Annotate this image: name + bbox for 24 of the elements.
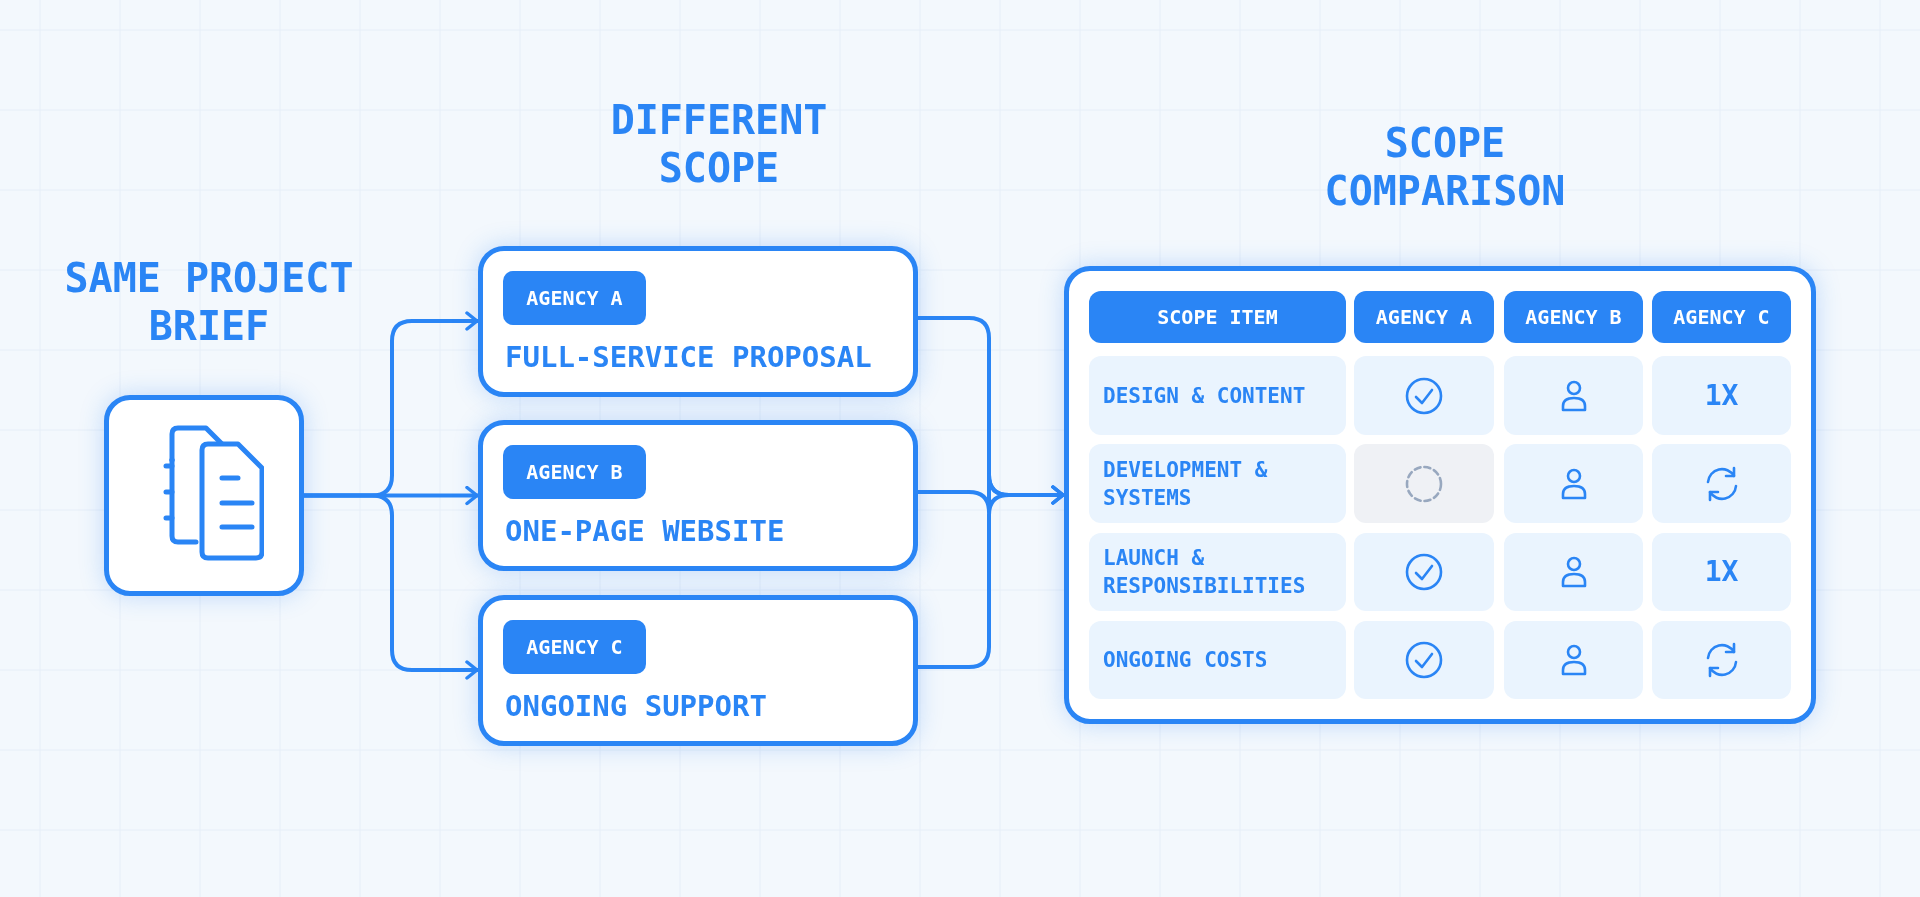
row-label: DESIGN & CONTENT xyxy=(1089,356,1346,435)
column-header: SCOPE ITEM xyxy=(1089,291,1346,343)
section-heading: DIFFERENT SCOPE xyxy=(609,96,829,192)
proposal-card xyxy=(478,246,918,397)
section-heading: SAME PROJECT BRIEF xyxy=(63,254,355,350)
arrow xyxy=(918,485,1065,669)
agency-badge: AGENCY B xyxy=(503,445,646,499)
agency-badge: AGENCY C xyxy=(503,620,646,674)
table-cell: 1X xyxy=(1652,356,1791,435)
row-label: DEVELOPMENT & SYSTEMS xyxy=(1089,444,1346,523)
column-header: AGENCY A xyxy=(1354,291,1494,343)
row-label: ONGOING COSTS xyxy=(1089,621,1346,699)
agency-badge: AGENCY A xyxy=(503,271,646,325)
proposal-title: ONGOING SUPPORT xyxy=(505,688,767,724)
column-header: AGENCY B xyxy=(1504,291,1643,343)
row-label: LAUNCH & RESPONSIBILITIES xyxy=(1089,533,1346,611)
proposal-title: FULL-SERVICE PROPOSAL xyxy=(505,339,872,375)
table-cell: 1X xyxy=(1652,533,1791,611)
column-header: AGENCY C xyxy=(1652,291,1791,343)
proposal-card xyxy=(478,420,918,571)
proposal-title: ONE-PAGE WEBSITE xyxy=(505,513,785,549)
arrow xyxy=(304,493,479,680)
proposal-card xyxy=(478,595,918,746)
section-heading: SCOPE COMPARISON xyxy=(1323,119,1567,215)
